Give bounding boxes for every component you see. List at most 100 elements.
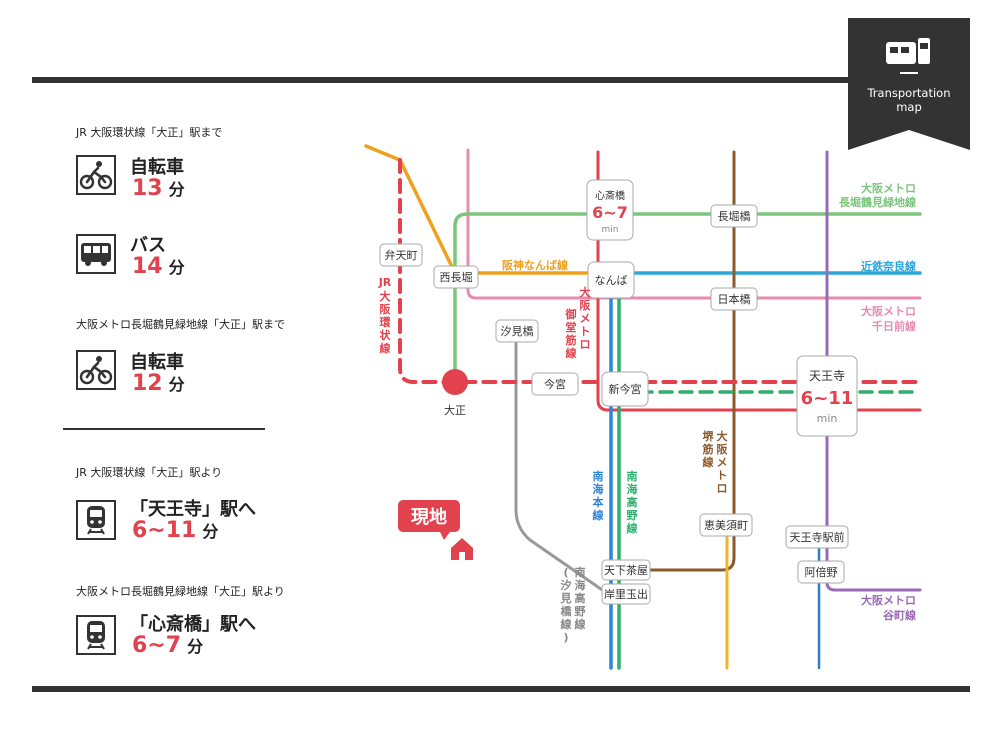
- line-nagahori: [453, 212, 922, 382]
- bicycle-icon: [76, 350, 116, 390]
- bottom-rule: [32, 686, 970, 692]
- label-sennichimae-2: 千日前線: [872, 319, 916, 333]
- line-sakaisuji: [628, 150, 736, 572]
- svg-text:ト: ト: [717, 469, 728, 482]
- station-namba: なんば: [595, 274, 628, 287]
- section-title-jr-from-taisho: JR 大阪環状線「大正」駅より: [76, 466, 223, 479]
- time-to-tennoji: 6~11 分: [132, 518, 218, 543]
- svg-text:海: 海: [627, 482, 638, 496]
- svg-text:環: 環: [380, 316, 392, 329]
- svg-text:筋: 筋: [702, 442, 714, 456]
- label-nankai-koya: 南 海 高 野 線: [627, 469, 638, 535]
- label-nagahori-2: 長堀鶴見緑地線: [839, 195, 916, 209]
- map-lines: [364, 144, 922, 670]
- svg-text:筋: 筋: [565, 333, 577, 347]
- tennoji-time-unit: min: [817, 412, 838, 425]
- site-marker: 現地: [398, 500, 473, 560]
- badge-label: Transportation map: [848, 86, 970, 114]
- section-divider: [63, 428, 265, 430]
- svg-text:状: 状: [380, 328, 392, 342]
- house-icon: [451, 538, 473, 560]
- station-shinsaibashi: 心斎橋: [595, 189, 625, 202]
- time-unit: 分: [168, 258, 185, 277]
- taisho-station-marker: [442, 369, 468, 395]
- section-title-metro-from-taisho: 大阪メトロ長堀鶴見緑地線「大正」駅より: [76, 585, 285, 598]
- svg-text:大: 大: [717, 429, 728, 443]
- line-sennichimae: [466, 148, 922, 300]
- badge-line1: Transportation: [867, 86, 951, 100]
- time-unit: 分: [202, 522, 219, 541]
- section-title-metro-to-taisho: 大阪メトロ長堀鶴見緑地線「大正」駅まで: [76, 318, 285, 331]
- station-abeno: 阿倍野: [805, 565, 838, 579]
- top-rule: [32, 77, 858, 83]
- line-shiomibashi: [514, 334, 613, 598]
- svg-text:堂: 堂: [566, 320, 577, 334]
- line-hanshin: [364, 144, 614, 275]
- station-tennoji: 天王寺: [809, 369, 845, 383]
- svg-text:御: 御: [565, 307, 577, 321]
- svg-text:阪: 阪: [580, 298, 592, 312]
- time-value: 6~11: [132, 518, 197, 543]
- label-sakaisuji: 大 阪 メ ト ロ 堺 筋 線: [702, 429, 729, 495]
- shinsaibashi-time: 6~7: [592, 203, 628, 222]
- station-ebisucho: 恵美須町: [704, 518, 748, 532]
- time-value: 14: [132, 254, 163, 279]
- label-kintetsu: 近鉄奈良線: [861, 259, 916, 273]
- label-shiomibashi-line: 南 海 高 野 線 ( 汐 見 橋 線 ): [560, 565, 586, 644]
- svg-text:高: 高: [575, 591, 586, 605]
- line-midosuji: [596, 150, 922, 412]
- label-tanimachi-2: 谷町線: [883, 608, 916, 622]
- svg-text:線: 線: [593, 508, 604, 522]
- station-kishinosato: 岸里玉出: [604, 587, 648, 601]
- label-jr-loop: JR 大 阪 環 状 線: [378, 276, 392, 355]
- label-hanshin: 阪神なんば線: [502, 258, 568, 272]
- svg-text:メ: メ: [717, 456, 728, 469]
- svg-text:橋: 橋: [561, 604, 573, 618]
- svg-text:高: 高: [627, 495, 638, 509]
- svg-text:阪: 阪: [717, 442, 729, 456]
- mode-bicycle-2: 自転車: [130, 352, 184, 373]
- label-tanimachi-1: 大阪メトロ: [861, 593, 916, 607]
- tennoji-time: 6~11: [801, 388, 854, 409]
- svg-text:南: 南: [575, 565, 586, 579]
- train-bus-icon: [886, 38, 930, 74]
- line-labels: 大阪メトロ 長堀鶴見緑地線 近鉄奈良線 大阪メトロ 千日前線 大阪メトロ 谷町線…: [502, 181, 916, 622]
- svg-text:線: 線: [575, 617, 586, 631]
- svg-text:線: 線: [566, 346, 577, 360]
- time-value: 13: [132, 176, 163, 201]
- svg-text:見: 見: [560, 592, 572, 605]
- svg-text:線: 線: [627, 521, 638, 535]
- mode-bus: バス: [130, 235, 166, 256]
- svg-text:海: 海: [575, 578, 586, 592]
- transportation-badge: [848, 18, 970, 150]
- svg-text:ロ: ロ: [717, 482, 728, 495]
- site-label: 現地: [411, 506, 447, 528]
- svg-text:阪: 阪: [380, 302, 392, 316]
- svg-text:線: 線: [380, 341, 391, 355]
- svg-text:南: 南: [627, 469, 638, 483]
- time-bicycle-1: 13 分: [132, 176, 185, 201]
- svg-text:汐: 汐: [561, 578, 572, 592]
- mode-to-tennoji: 「天王寺」駅へ: [130, 499, 256, 520]
- label-nagahori-1: 大阪メトロ: [861, 181, 916, 195]
- mode-to-shinsaibashi: 「心斎橋」駅へ: [130, 614, 256, 635]
- label-nankai-honsen: 南 海 本 線: [593, 469, 604, 522]
- station-shin-imamiya: 新今宮: [609, 382, 642, 396]
- section-title-jr-to-taisho: JR 大阪環状線「大正」駅まで: [76, 126, 223, 139]
- station-bentencho: 弁天町: [385, 248, 418, 262]
- svg-text:大: 大: [580, 285, 591, 299]
- svg-text:JR: JR: [378, 276, 392, 289]
- svg-text:本: 本: [593, 495, 604, 509]
- bus-icon: [76, 234, 116, 274]
- svg-text:海: 海: [593, 482, 604, 496]
- station-nipponbashi: 日本橋: [718, 292, 751, 306]
- time-unit: 分: [187, 637, 204, 656]
- svg-text:(: (: [563, 566, 568, 579]
- shinsaibashi-time-unit: min: [602, 225, 619, 235]
- station-nishinagahori: 西長堀: [440, 271, 473, 284]
- time-unit: 分: [168, 180, 185, 199]
- label-sennichimae-1: 大阪メトロ: [861, 304, 916, 318]
